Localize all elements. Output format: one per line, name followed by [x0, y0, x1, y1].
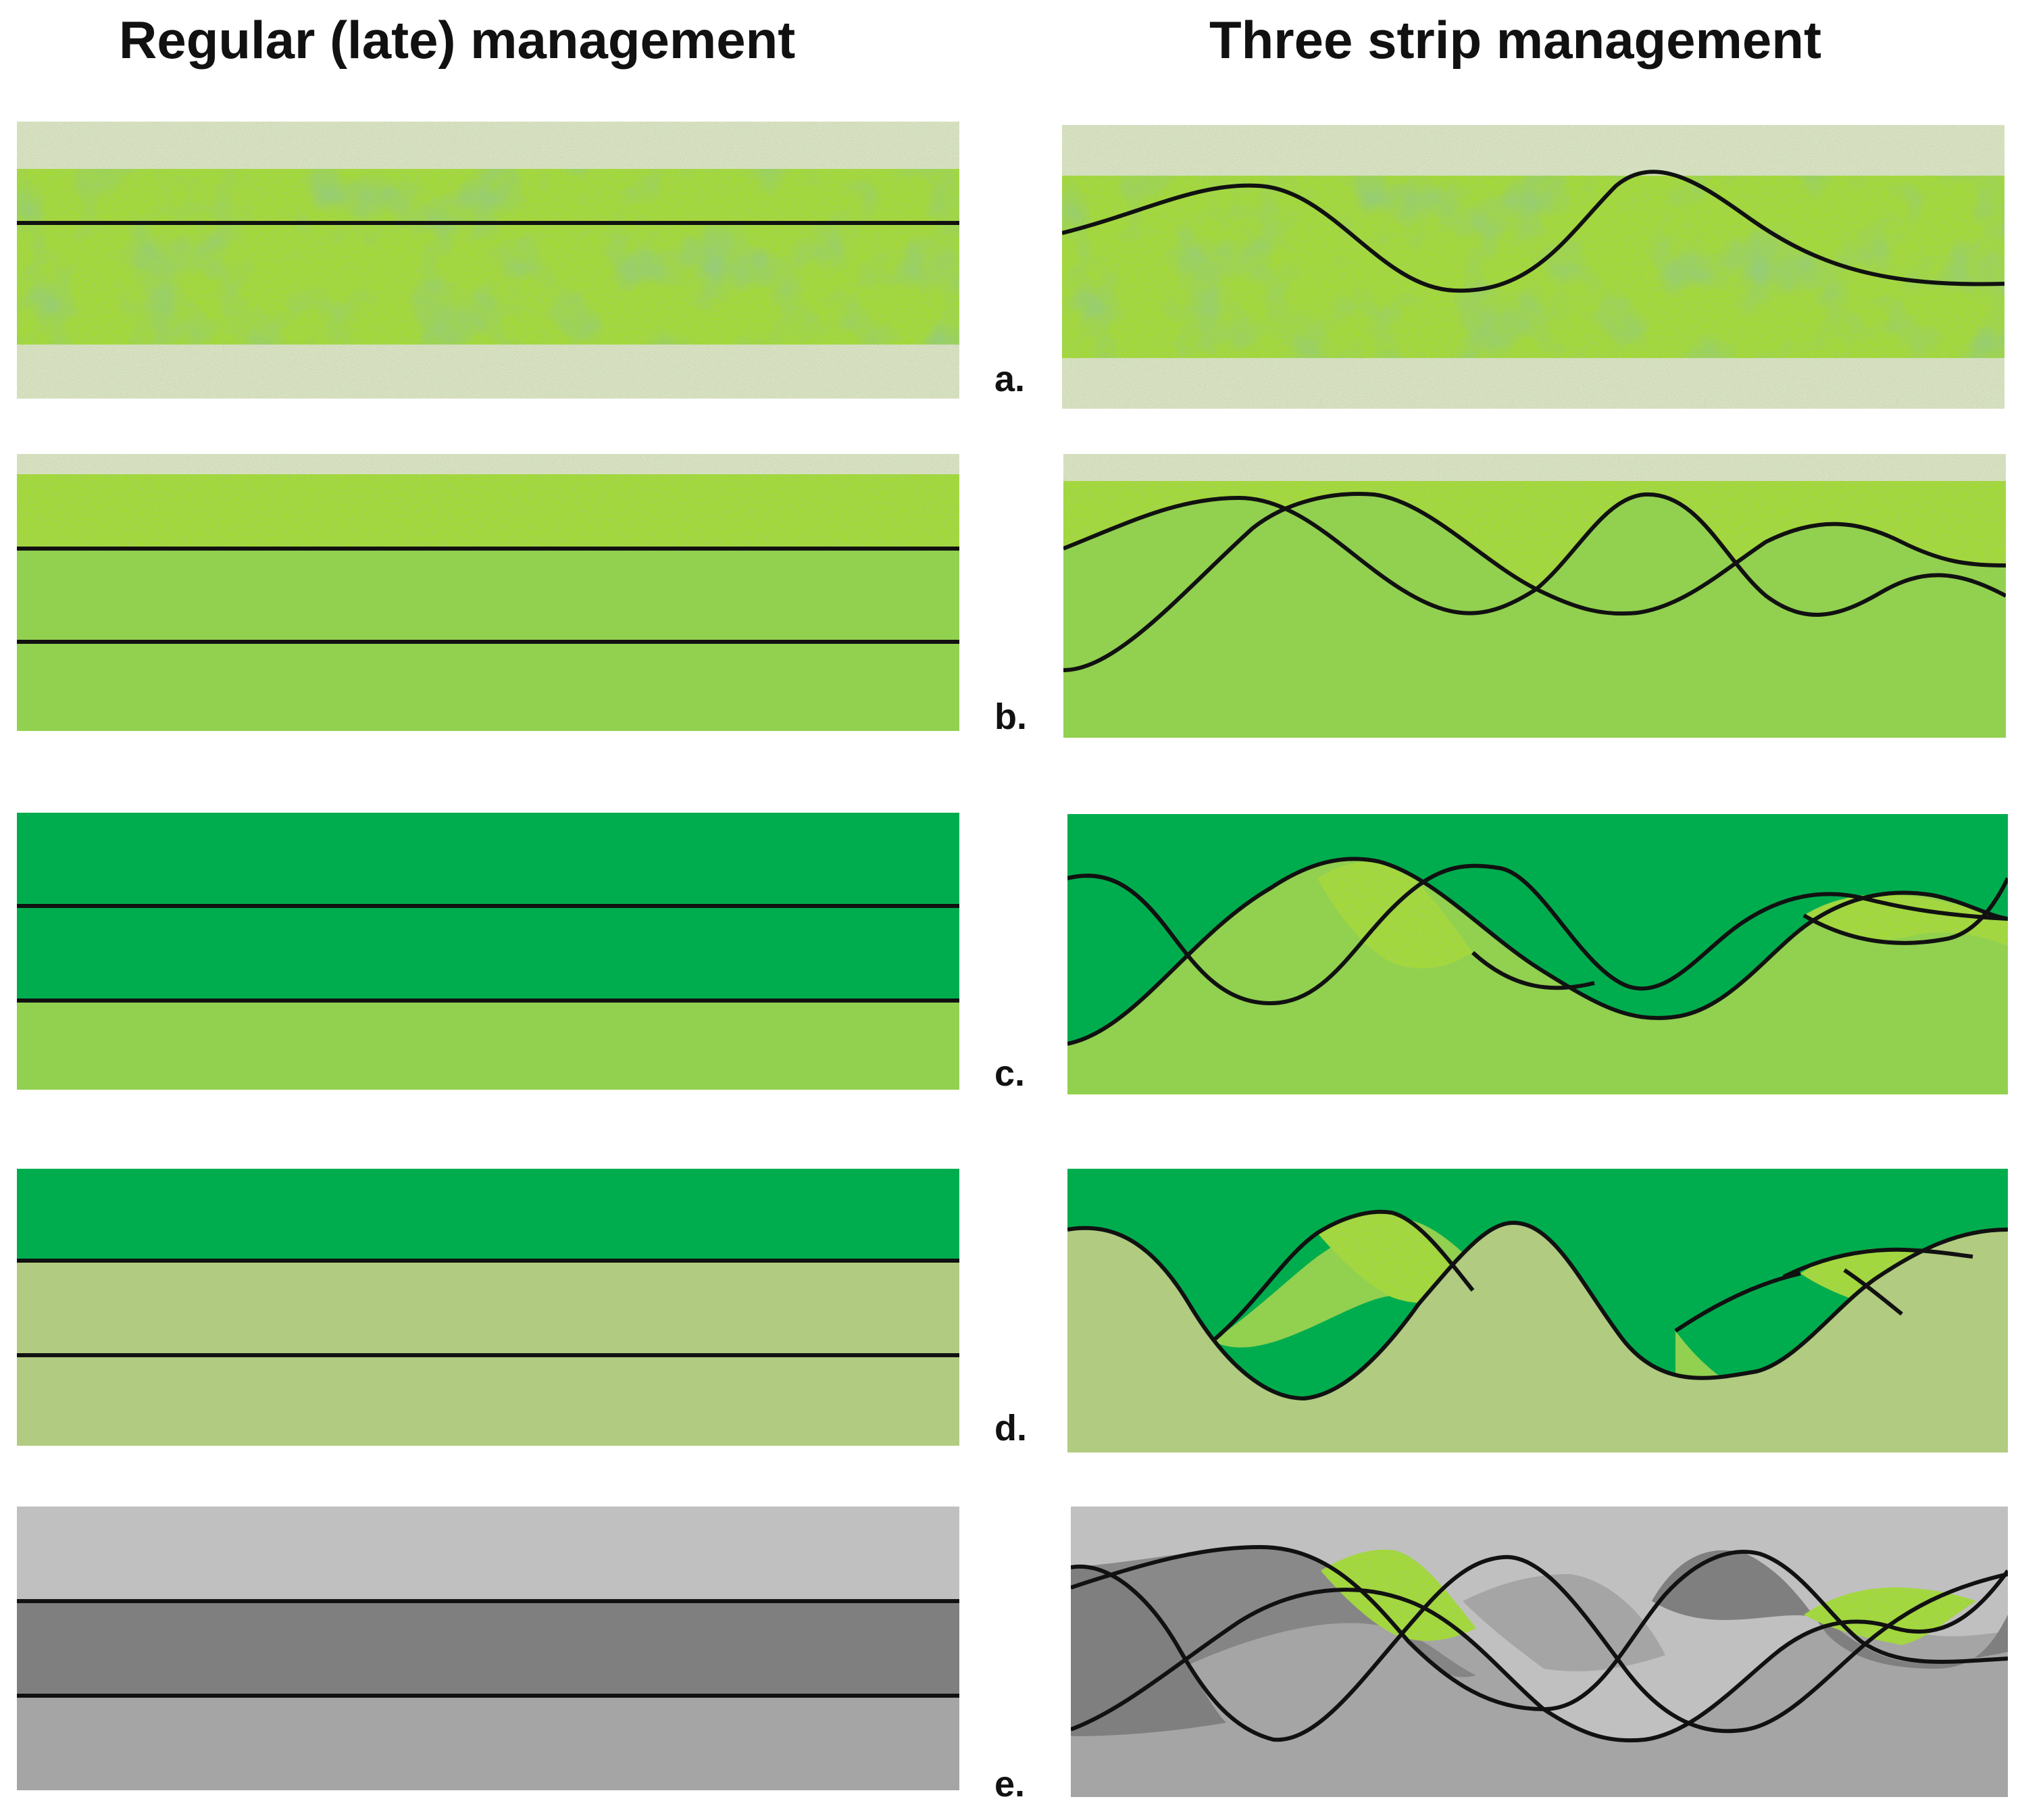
row-label-c: c. — [994, 1053, 1026, 1094]
panel-b-three-strip — [1063, 454, 2006, 738]
mown-strip — [17, 1001, 959, 1090]
panel-d-three-strip — [1067, 1169, 2008, 1452]
grey-mid-lower — [1071, 1590, 2008, 1797]
panel-e-three-strip — [1071, 1507, 2008, 1797]
regrowth-strip — [17, 1169, 959, 1261]
strip-boundary-curve-3 — [1071, 1569, 2008, 1743]
row-label-b: b. — [994, 697, 1027, 737]
strip-boundary-curve-2 — [1067, 857, 2008, 1046]
right-column-title: Three strip management — [1209, 10, 1821, 70]
grey-strip-light — [17, 1507, 959, 1601]
strip-boundary-curve — [1062, 170, 2004, 293]
meadow-uncut — [17, 474, 959, 549]
strip-boundary-curve-1 — [1067, 863, 2008, 1006]
hay-area — [1067, 1223, 2008, 1452]
meadow-patch — [1317, 861, 1473, 969]
strip-boundary-curve-1 — [1063, 492, 2006, 617]
strip-boundary-curve-3 — [1067, 874, 2008, 990]
panel-d-regular — [17, 1169, 959, 1446]
panel-b-regular — [17, 454, 959, 731]
left-column-title: Regular (late) management — [119, 10, 796, 70]
mown-area — [1067, 859, 2008, 1094]
mown-area-2 — [1063, 494, 2006, 738]
panel-c-three-strip — [1067, 814, 2008, 1094]
grey-dark-band — [1071, 1547, 1476, 1729]
meadow-blotches — [17, 169, 959, 345]
row-label-e: e. — [994, 1764, 1026, 1804]
strip-boundary-curve-1 — [1067, 1220, 2008, 1401]
strip-boundary-curve-2 — [1211, 1209, 1973, 1343]
panel-a-regular — [17, 122, 959, 399]
grey-dark-right — [1652, 1550, 2008, 1669]
strip-boundary-curve-2 — [1071, 1544, 2008, 1712]
row-label-a: a. — [994, 359, 1026, 399]
meadow-patch — [1321, 1549, 1476, 1641]
grey-strip-mid — [17, 1696, 959, 1790]
panel-c-regular — [17, 813, 959, 1090]
grey-strip-dark — [17, 1601, 959, 1696]
strip-boundary-curve-2 — [1063, 492, 2006, 672]
panel-a-three-strip — [1062, 125, 2004, 409]
strip-boundary-curve-1 — [1071, 1554, 2008, 1742]
panel-e-regular — [17, 1507, 959, 1790]
meadow-patch — [1317, 1211, 1473, 1303]
row-label-d: d. — [994, 1408, 1027, 1448]
meadow-patch-2 — [1804, 894, 2008, 946]
strip-boundary-curve-3 — [1674, 1268, 1903, 1333]
grey-dark-mid — [1463, 1574, 1665, 1671]
